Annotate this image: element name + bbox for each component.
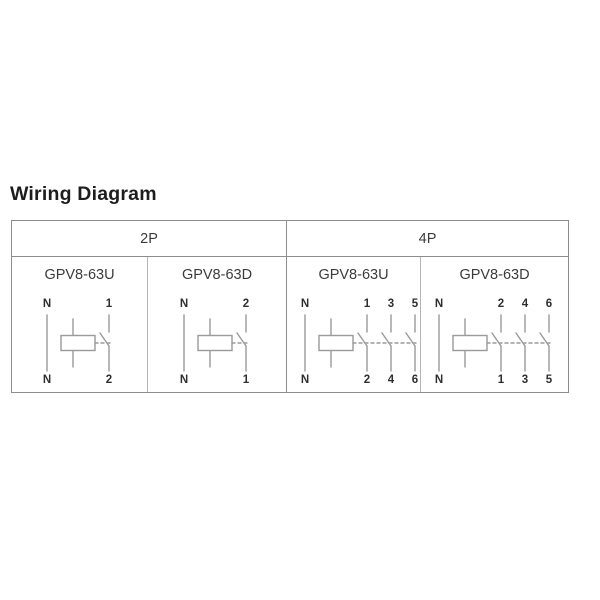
terminal-label-bottom: N: [301, 374, 309, 386]
terminal-label-top: 5: [412, 298, 419, 310]
terminal-label-top: 6: [546, 298, 552, 310]
terminal-label-top: 2: [243, 298, 249, 310]
contact-blade: [381, 332, 392, 347]
model-label: GPV8-63D: [181, 267, 253, 283]
terminal-label-bottom: N: [180, 374, 188, 386]
terminal-label-top: N: [42, 298, 50, 310]
coil-body: [59, 334, 96, 352]
terminal-label-top: 4: [522, 298, 529, 310]
coil-body: [452, 334, 488, 352]
contact-blade: [236, 332, 247, 347]
model-label: GPV8-63U: [318, 267, 389, 283]
coil-body: [318, 334, 354, 352]
terminal-label-top: N: [301, 298, 309, 310]
page-title: Wiring Diagram: [10, 183, 157, 205]
contact-blade: [491, 332, 502, 347]
terminal-label-top: 3: [388, 298, 394, 310]
terminal-label-top: 1: [364, 298, 371, 310]
terminal-label-bottom: 3: [522, 374, 528, 386]
terminal-label-bottom: 1: [243, 374, 250, 386]
terminal-label-bottom: 6: [412, 374, 418, 386]
header-cell-4p: 4P: [287, 221, 568, 257]
terminal-label-top: 1: [105, 298, 112, 310]
contact-blade: [357, 332, 368, 347]
terminal-label-bottom: 1: [498, 374, 505, 386]
terminal-label-top: N: [435, 298, 443, 310]
coil-body: [197, 334, 233, 352]
contact-blade: [405, 332, 416, 347]
terminal-label-bottom: 2: [364, 374, 370, 386]
terminal-label-bottom: 2: [105, 374, 111, 386]
header-cell-2p: 2P: [12, 221, 287, 257]
terminal-label-bottom: N: [435, 374, 443, 386]
contact-blade: [98, 332, 110, 347]
terminal-label-bottom: 4: [388, 374, 395, 386]
contact-blade: [539, 332, 550, 347]
model-label: GPV8-63D: [459, 267, 530, 283]
terminal-label-bottom: N: [42, 374, 50, 386]
terminal-label-top: N: [180, 298, 188, 310]
model-label: GPV8-63U: [44, 267, 115, 283]
table-header-row: 2P 4P: [12, 221, 568, 257]
contact-blade: [515, 332, 526, 347]
terminal-label-bottom: 5: [546, 374, 553, 386]
terminal-label-top: 2: [498, 298, 504, 310]
